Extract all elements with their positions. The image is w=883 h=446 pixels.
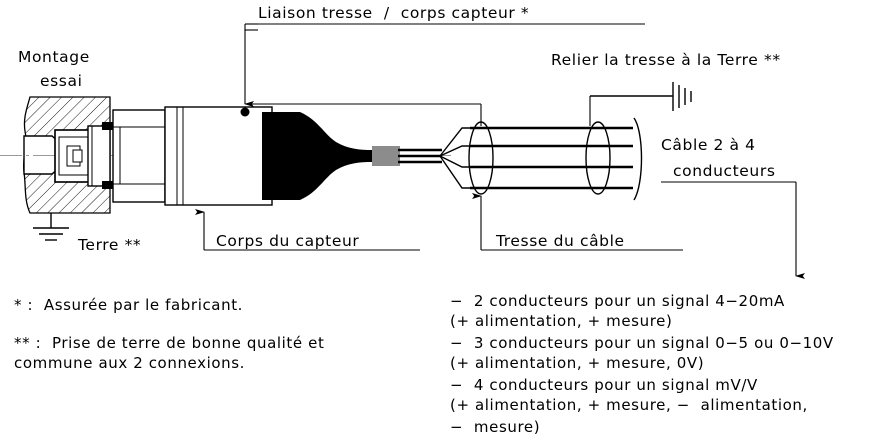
cable-conductors [470,126,633,190]
sensor-body-label: Corps du capteur [216,232,359,250]
conductor-bundle-entry [398,148,442,164]
earth-ground-left [33,213,69,241]
leader-tresse-cable [472,193,683,251]
pressure-port-fitting [54,122,113,189]
top-callout-label: Liaison tresse / corps capteur * [258,4,529,22]
cable-braid-ring-left [468,121,494,195]
conductor-note-7: − mesure) [450,418,540,436]
conductor-note-2: (+ alimentation, + mesure) [450,312,672,330]
leader-liaison-tresse [240,23,645,117]
sensor-body [164,106,273,206]
cable-braid-label: Tresse du câble [495,232,625,250]
footnote-1: * : Assurée par le fabricant. [14,296,243,314]
mounting-label-line2: essai [40,72,83,90]
leader-cable-conducteurs [661,181,805,279]
conductor-note-1: − 2 conducteurs pour un signal 4−20mA [450,292,785,310]
conductor-note-5: − 4 conducteurs pour un signal mV/V [450,376,758,394]
cable-braid-ring-right [585,121,611,195]
earth-left-label: Terre ** [77,236,141,254]
cable-label-line1: Câble 2 à 4 [661,136,756,154]
earth-callout-label: Relier la tresse à la Terre ** [551,51,781,69]
mounting-label-line1: Montage [18,48,90,66]
cable-label-line2: conducteurs [673,162,776,180]
hex-nut [112,109,166,203]
earth-ground-right [590,82,692,111]
cable-jacket-bracket [633,117,643,201]
leader-corps-capteur [195,209,420,251]
conductor-note-6: (+ alimentation, + mesure, − alimentatio… [450,396,808,414]
connection-node-dot [240,107,250,117]
conductor-fan-out [439,127,496,189]
leader-shield-upper [245,103,482,126]
conductor-note-4: (+ alimentation, + mesure, 0V) [450,354,704,372]
cable-ferrule [372,146,400,166]
cable-strain-relief-boot [262,112,372,200]
footnote-2a: ** : Prise de terre de bonne qualité et [14,334,324,352]
conductor-note-3: − 3 conducteurs pour un signal 0−5 ou 0−… [450,334,834,352]
footnote-2b: commune aux 2 connexions. [14,354,245,372]
